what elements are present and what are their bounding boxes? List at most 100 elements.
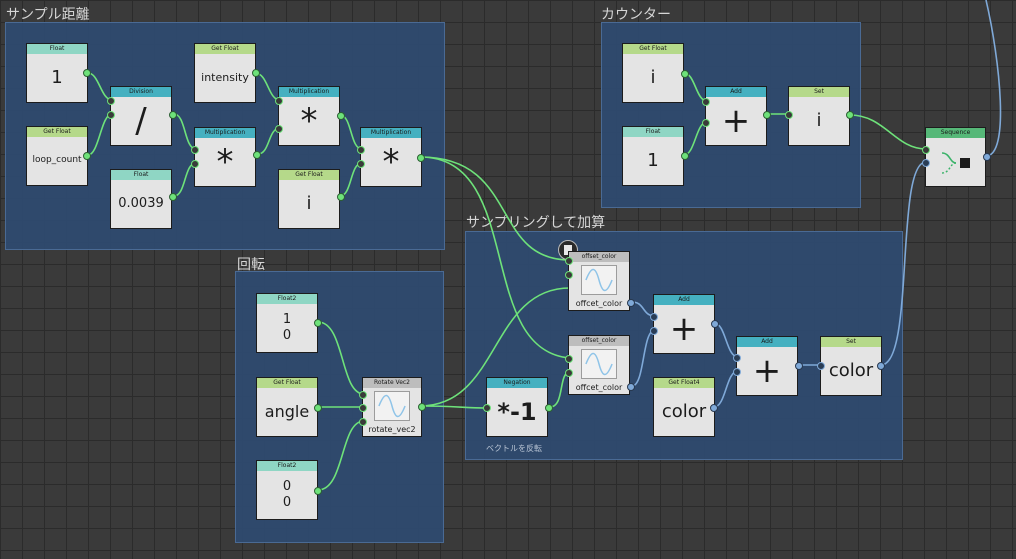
input-pin[interactable] [733, 354, 741, 362]
input-pin[interactable] [565, 271, 573, 279]
output-pin[interactable] [545, 404, 553, 412]
wire [985, 0, 1002, 157]
add-node-b[interactable]: Add + [733, 336, 803, 396]
float-node-0039[interactable]: Float 0.0039 [110, 169, 177, 229]
node-operator: * [300, 100, 318, 141]
offset-color-node-a[interactable]: offset_color offcet_color [565, 251, 635, 311]
add-node-c[interactable]: Add + [702, 86, 771, 146]
node-value: color [828, 359, 874, 381]
node-value: i [650, 66, 656, 88]
group-title-rotation: 回転 [237, 257, 265, 273]
group-title-counter: カウンター [601, 7, 671, 23]
output-pin[interactable] [795, 362, 803, 370]
output-pin[interactable] [169, 111, 177, 119]
offset-color-node-b[interactable]: offset_color offcet_color [565, 335, 635, 395]
get-angle-node[interactable]: Get Float angle [256, 377, 322, 437]
output-pin[interactable] [710, 404, 718, 412]
output-pin[interactable] [83, 69, 91, 77]
get-i-node-a[interactable]: Get Float i [278, 169, 345, 229]
node-type-label: offset_color [569, 252, 629, 262]
input-pin[interactable] [107, 97, 115, 105]
function-body: offcet_color [569, 262, 629, 310]
node-operator: * [216, 141, 234, 182]
node-type-label: Get Float [623, 44, 683, 54]
node-operator: + [721, 100, 751, 141]
sequence-flow-icon [941, 152, 970, 174]
negation-node[interactable]: Negation *-1 [483, 377, 553, 437]
float-node-1[interactable]: Float 1 [26, 43, 91, 103]
output-pin[interactable] [314, 404, 322, 412]
output-pin[interactable] [681, 70, 689, 78]
output-pin[interactable] [337, 193, 345, 201]
sequence-node[interactable]: Sequence [922, 127, 991, 187]
get-color-node[interactable]: Get Float4 color [653, 377, 718, 437]
input-pin[interactable] [702, 98, 710, 106]
output-pin[interactable] [314, 487, 322, 495]
multiplication-node-3[interactable]: Multiplication * [357, 127, 425, 187]
output-pin[interactable] [253, 151, 261, 159]
output-pin[interactable] [681, 152, 689, 160]
get-intensity-node[interactable]: Get Float intensity [194, 43, 260, 103]
set-color-node[interactable]: Set color [817, 336, 885, 396]
input-pin[interactable] [191, 160, 199, 168]
node-type-label: Division [111, 87, 171, 97]
input-pin[interactable] [275, 125, 283, 133]
input-pin[interactable] [359, 404, 367, 412]
input-pin[interactable] [191, 146, 199, 154]
output-pin[interactable] [252, 69, 260, 77]
float2-node-a[interactable]: Float2 1 0 [256, 293, 322, 353]
output-pin[interactable] [763, 111, 771, 119]
get-i-node-b[interactable]: Get Float i [622, 43, 689, 103]
node-type-label: Float [111, 170, 171, 180]
input-pin[interactable] [565, 369, 573, 377]
get-loop-count-node[interactable]: Get Float loop_count [26, 126, 91, 186]
float-node-1b[interactable]: Float 1 [622, 126, 689, 186]
input-pin[interactable] [107, 111, 115, 119]
output-pin[interactable] [418, 403, 426, 411]
division-node[interactable]: Division / [107, 86, 177, 146]
node-type-label: Multiplication [195, 128, 255, 138]
node-operator: *-1 [497, 398, 537, 426]
node-type-label: Sequence [926, 128, 985, 138]
output-pin[interactable] [169, 193, 177, 201]
node-type-label: Set [821, 337, 881, 347]
input-pin[interactable] [483, 404, 491, 412]
input-pin[interactable] [817, 362, 825, 370]
output-pin[interactable] [627, 383, 635, 391]
rotate-vec2-node[interactable]: Rotate Vec2 rotate_vec2 [359, 377, 426, 437]
float2-node-b[interactable]: Float2 0 0 [256, 460, 322, 520]
node-value: 1 0 [282, 311, 292, 343]
input-pin[interactable] [359, 391, 367, 399]
input-pin[interactable] [785, 111, 793, 119]
node-type-label: Add [654, 295, 714, 305]
input-pin[interactable] [650, 313, 658, 321]
output-pin[interactable] [711, 320, 719, 328]
node-type-label: Add [706, 87, 766, 97]
output-pin[interactable] [337, 112, 345, 120]
output-pin[interactable] [627, 299, 635, 307]
output-pin[interactable] [846, 111, 854, 119]
output-pin[interactable] [314, 319, 322, 327]
input-pin[interactable] [357, 146, 365, 154]
input-pin[interactable] [357, 160, 365, 168]
multiplication-node-2[interactable]: Multiplication * [275, 86, 345, 146]
output-pin[interactable] [83, 152, 91, 160]
output-pin[interactable] [417, 154, 425, 162]
input-pin[interactable] [565, 257, 573, 265]
input-pin[interactable] [359, 418, 367, 426]
output-pin[interactable] [983, 153, 991, 161]
node-value: angle [264, 402, 310, 421]
input-pin[interactable] [733, 368, 741, 376]
input-pin[interactable] [922, 159, 930, 167]
input-pin[interactable] [565, 355, 573, 363]
function-name: rotate_vec2 [368, 425, 416, 434]
node-type-label: Float [27, 44, 87, 54]
input-pin[interactable] [275, 97, 283, 105]
add-node-a[interactable]: Add + [650, 294, 719, 354]
output-pin[interactable] [877, 362, 885, 370]
multiplication-node-1[interactable]: Multiplication * [191, 127, 261, 187]
set-i-node[interactable]: Set i [785, 86, 854, 146]
input-pin[interactable] [650, 327, 658, 335]
input-pin[interactable] [922, 146, 930, 154]
input-pin[interactable] [702, 119, 710, 127]
